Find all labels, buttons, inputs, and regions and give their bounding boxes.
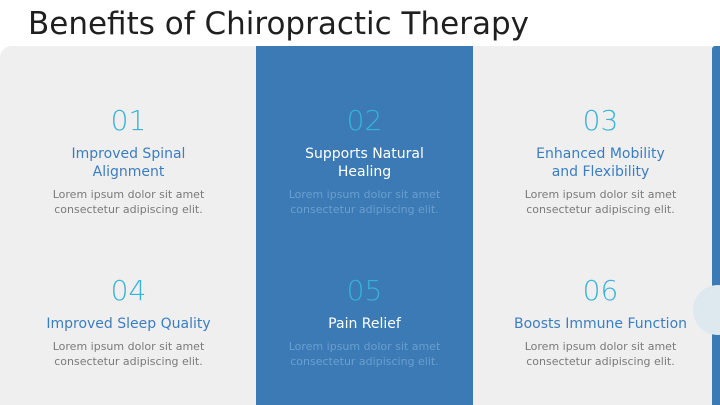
desc-line: consectetur adipiscing elit.: [526, 203, 675, 216]
benefit-number: 03: [582, 104, 619, 137]
benefit-number: 05: [346, 274, 383, 307]
benefit-card-02: 02 Supports Natural Healing Lorem ipsum …: [256, 105, 473, 217]
benefit-number: 04: [110, 274, 147, 307]
desc-line: consectetur adipiscing elit.: [290, 203, 439, 216]
benefit-description: Lorem ipsum dolor sit amet consectetur a…: [256, 187, 473, 217]
right-accent-bar: [712, 46, 720, 405]
benefit-heading: Improved Sleep Quality: [20, 315, 237, 333]
heading-line: Pain Relief: [328, 316, 401, 332]
benefit-number: 02: [346, 104, 383, 137]
benefit-description: Lorem ipsum dolor sit amet consectetur a…: [492, 339, 709, 369]
desc-line: Lorem ipsum dolor sit amet: [524, 188, 677, 201]
desc-line: Lorem ipsum dolor sit amet: [288, 188, 441, 201]
benefit-heading: Boosts Immune Function: [492, 315, 709, 333]
benefit-heading: Supports Natural Healing: [256, 145, 473, 181]
desc-line: Lorem ipsum dolor sit amet: [52, 188, 205, 201]
benefit-card-05: 05 Pain Relief Lorem ipsum dolor sit ame…: [256, 275, 473, 369]
desc-line: Lorem ipsum dolor sit amet: [52, 340, 205, 353]
benefit-card-01: 01 Improved Spinal Alignment Lorem ipsum…: [20, 105, 237, 217]
benefit-description: Lorem ipsum dolor sit amet consectetur a…: [20, 187, 237, 217]
benefit-description: Lorem ipsum dolor sit amet consectetur a…: [492, 187, 709, 217]
benefit-number: 01: [110, 104, 147, 137]
page-title: Benefits of Chiropractic Therapy: [28, 6, 529, 42]
heading-line: Improved Spinal: [71, 146, 186, 162]
desc-line: Lorem ipsum dolor sit amet: [524, 340, 677, 353]
heading-line: Improved Sleep Quality: [46, 316, 211, 332]
desc-line: consectetur adipiscing elit.: [290, 355, 439, 368]
heading-line: Alignment: [92, 164, 165, 180]
benefit-card-04: 04 Improved Sleep Quality Lorem ipsum do…: [20, 275, 237, 369]
benefit-card-03: 03 Enhanced Mobility and Flexibility Lor…: [492, 105, 709, 217]
desc-line: Lorem ipsum dolor sit amet: [288, 340, 441, 353]
heading-line: Enhanced Mobility: [536, 146, 665, 162]
benefit-heading: Enhanced Mobility and Flexibility: [492, 145, 709, 181]
desc-line: consectetur adipiscing elit.: [526, 355, 675, 368]
benefit-card-06: 06 Boosts Immune Function Lorem ipsum do…: [492, 275, 709, 369]
benefit-description: Lorem ipsum dolor sit amet consectetur a…: [256, 339, 473, 369]
heading-line: and Flexibility: [551, 164, 650, 180]
heading-line: Supports Natural: [305, 146, 424, 162]
benefit-heading: Pain Relief: [256, 315, 473, 333]
desc-line: consectetur adipiscing elit.: [54, 203, 203, 216]
heading-line: Boosts Immune Function: [513, 316, 688, 332]
benefit-number: 06: [582, 274, 619, 307]
highlight-column: [256, 46, 473, 405]
heading-line: Healing: [337, 164, 392, 180]
desc-line: consectetur adipiscing elit.: [54, 355, 203, 368]
benefit-heading: Improved Spinal Alignment: [20, 145, 237, 181]
benefit-description: Lorem ipsum dolor sit amet consectetur a…: [20, 339, 237, 369]
